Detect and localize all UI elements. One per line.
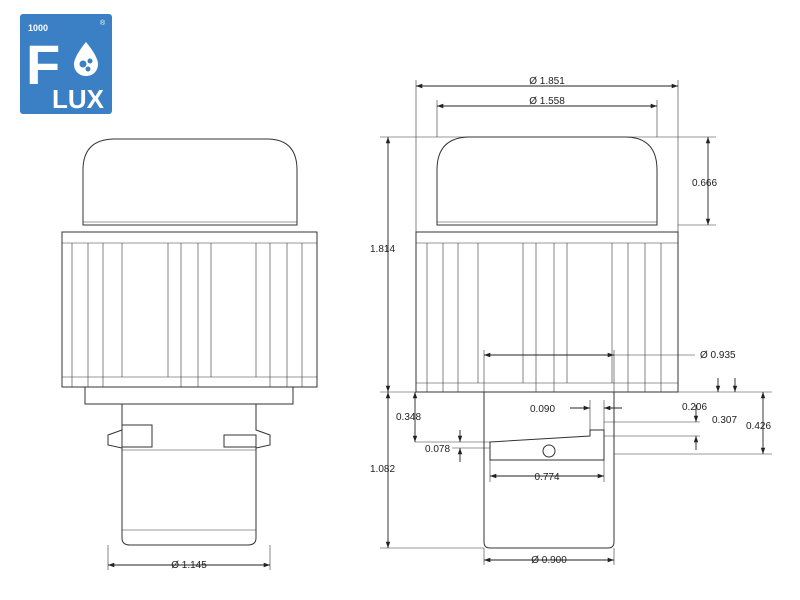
dim-0426: 0.426 — [746, 421, 771, 432]
logo-background — [20, 14, 112, 114]
dim-1082: 1.082 — [370, 464, 395, 475]
dim-dia-1851: Ø 1.851 — [529, 76, 565, 87]
dim-0666: 0.666 — [692, 178, 717, 189]
left-view: Ø 1.145 — [61, 138, 318, 571]
flux-logo: 1000 ® F LUX — [20, 14, 112, 114]
dim-dia-0900: Ø 0.900 — [531, 555, 567, 566]
dim-0206: 0.206 — [682, 402, 707, 413]
logo-word: LUX — [52, 84, 105, 114]
logo-registered-mark: ® — [100, 19, 106, 27]
dim-dia-0935: Ø 0.935 — [700, 350, 736, 361]
left-cap — [82, 138, 298, 226]
dim-dia-1558: Ø 1.558 — [529, 96, 565, 107]
left-cage — [61, 231, 318, 388]
dim-1814: 1.814 — [370, 244, 395, 255]
left-tab — [223, 434, 257, 448]
dim-0090: 0.090 — [530, 404, 555, 415]
bubble-icon — [85, 66, 91, 72]
dim-0348: 0.348 — [396, 412, 421, 423]
bubble-icon — [87, 58, 93, 64]
dim-0307: 0.307 — [712, 415, 737, 426]
dim-dia-1145: Ø 1.145 — [171, 560, 207, 571]
logo-small-text: 1000 — [28, 23, 48, 33]
logo-letter: F — [26, 33, 60, 96]
right-lower-body — [483, 391, 615, 549]
drop-icon — [74, 42, 98, 76]
right-view: Ø 1.851 Ø 1.558 0.666 1.814 Ø 0.935 0.20 — [370, 76, 772, 566]
right-hole — [542, 444, 556, 458]
bubble-icon — [79, 60, 87, 68]
right-cage — [415, 231, 679, 393]
right-cap — [436, 136, 658, 226]
dim-0774: 0.774 — [534, 472, 559, 483]
dim-0078: 0.078 — [425, 444, 450, 455]
left-tab — [121, 424, 153, 448]
left-base — [84, 386, 294, 405]
